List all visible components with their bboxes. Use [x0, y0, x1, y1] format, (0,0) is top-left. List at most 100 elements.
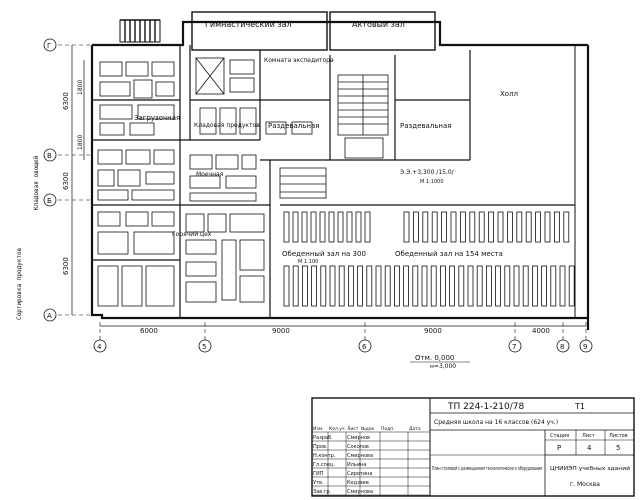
dining-table — [403, 265, 410, 307]
dining-table — [525, 211, 532, 243]
dining-table — [319, 211, 326, 243]
dining-table — [311, 265, 318, 307]
staff-role: Утв. — [313, 480, 324, 486]
row-axis-b: Б — [47, 197, 52, 205]
staff-role: Разраб. — [313, 435, 333, 441]
title-subtitle: Средняя школа на 16 классов (624 уч.) — [434, 419, 558, 426]
title-desc: План столовой с размещением технологичес… — [432, 465, 542, 472]
staff-name: Смирнов — [347, 435, 370, 441]
margin-note-b: Кладовая овощей — [33, 155, 40, 210]
staff-grid — [311, 431, 431, 496]
margin-note-a: Сортировка продуктов — [16, 248, 23, 320]
dim-h-3: 9000 — [424, 327, 442, 335]
dining-table — [563, 211, 570, 243]
dining-table — [346, 211, 353, 243]
title-col-v-3: 5 — [616, 444, 620, 452]
dim-h-2: 9000 — [272, 327, 290, 335]
col-axis-7: 7 — [512, 343, 516, 351]
staff-name: Кодзаев — [347, 480, 369, 486]
staff-role: Н.контр. — [313, 453, 336, 459]
dim-v-3: 6300 — [62, 257, 70, 275]
dining-tables — [283, 211, 575, 307]
dining-table — [337, 211, 344, 243]
room-label-dining-small-scale: М 1:100 — [298, 259, 318, 265]
dining-table — [384, 265, 391, 307]
dining-table — [458, 265, 465, 307]
staff-name: Смирнова — [347, 489, 373, 495]
title-col-h-1: Стадия — [550, 433, 569, 439]
floor-plan — [58, 11, 590, 340]
dining-table — [449, 265, 456, 307]
dining-table — [338, 265, 345, 307]
dining-table — [412, 265, 419, 307]
dimension-lines — [71, 45, 586, 327]
title-org: ЦНИИЭП учебных зданий — [550, 465, 631, 472]
col-axis-4: 4 — [97, 343, 102, 351]
staff-header-cell: Изм. — [313, 426, 324, 432]
dim-h-1: 6000 — [140, 327, 158, 335]
interior-partitions — [92, 45, 575, 318]
dining-table — [550, 265, 557, 307]
staff-header-cell: Подп. — [381, 426, 395, 432]
col-axis-markers — [93, 339, 593, 353]
col-axis-6: 6 — [362, 343, 367, 351]
row-axis-g: Г — [47, 42, 51, 50]
grid-axes — [58, 44, 587, 340]
staff-header-cell: Дата — [409, 426, 421, 432]
dining-table — [485, 265, 492, 307]
dim-v-inner-2: 1800 — [77, 135, 84, 150]
dining-table — [347, 265, 354, 307]
room-label-hot-shop: Горячий цех — [172, 231, 212, 238]
equipment-kitchen — [97, 149, 327, 202]
room-label-wash: Моечная — [196, 171, 224, 178]
level-mark: Э.Э.+3,300 /15,0/ — [400, 169, 455, 176]
dining-table — [328, 211, 335, 243]
dining-table — [504, 265, 511, 307]
title-col-h-2: Лист — [582, 433, 595, 439]
dining-table — [532, 265, 538, 307]
dining-table — [568, 265, 575, 307]
staff-name: Ильина — [347, 462, 366, 468]
dining-table — [320, 265, 327, 307]
room-label-products: Кладовая продуктов — [194, 122, 260, 129]
dining-table — [513, 265, 520, 307]
room-label-distribution: Раздевальная — [268, 122, 319, 130]
col-axis-5: 5 — [202, 343, 206, 351]
staff-role: Гл.спец. — [313, 462, 335, 468]
dining-table — [450, 211, 457, 243]
outer-walls — [90, 20, 590, 330]
dining-table — [554, 211, 560, 243]
equipment-hot-shop — [97, 211, 265, 307]
room-label-wardrobe: Раздевальная — [400, 122, 451, 130]
dining-table — [421, 265, 428, 307]
dining-table — [292, 265, 299, 307]
dining-table — [559, 265, 566, 307]
dining-table — [310, 211, 317, 243]
dining-table — [292, 211, 299, 243]
staff-header-cell: №док — [361, 426, 375, 432]
col-axis-8: 8 — [560, 343, 564, 351]
dining-table — [355, 211, 362, 243]
dining-table — [497, 211, 504, 243]
staff-name: Сиротина — [347, 471, 372, 477]
row-axis-markers — [43, 38, 57, 322]
room-label-gym: Гимнастический зал — [205, 20, 292, 29]
equipment-storage — [99, 57, 313, 136]
title-sheet-tag: Т1 — [574, 402, 585, 411]
dining-table — [544, 211, 551, 243]
row-axis-a: А — [47, 312, 52, 320]
dining-table — [439, 265, 446, 307]
dining-table — [393, 265, 400, 307]
room-label-dining: Обеденный зал на 154 места — [395, 250, 503, 258]
dining-table — [541, 265, 547, 307]
dining-table — [403, 211, 410, 243]
row-axis-v: В — [47, 152, 52, 160]
dining-table — [329, 265, 336, 307]
ground-level-sub: н=3,000 — [430, 363, 456, 370]
dining-table — [301, 211, 308, 243]
staff-name: Смирнова — [347, 453, 373, 459]
title-col-v-2: 4 — [587, 444, 592, 452]
dining-table — [441, 211, 448, 243]
